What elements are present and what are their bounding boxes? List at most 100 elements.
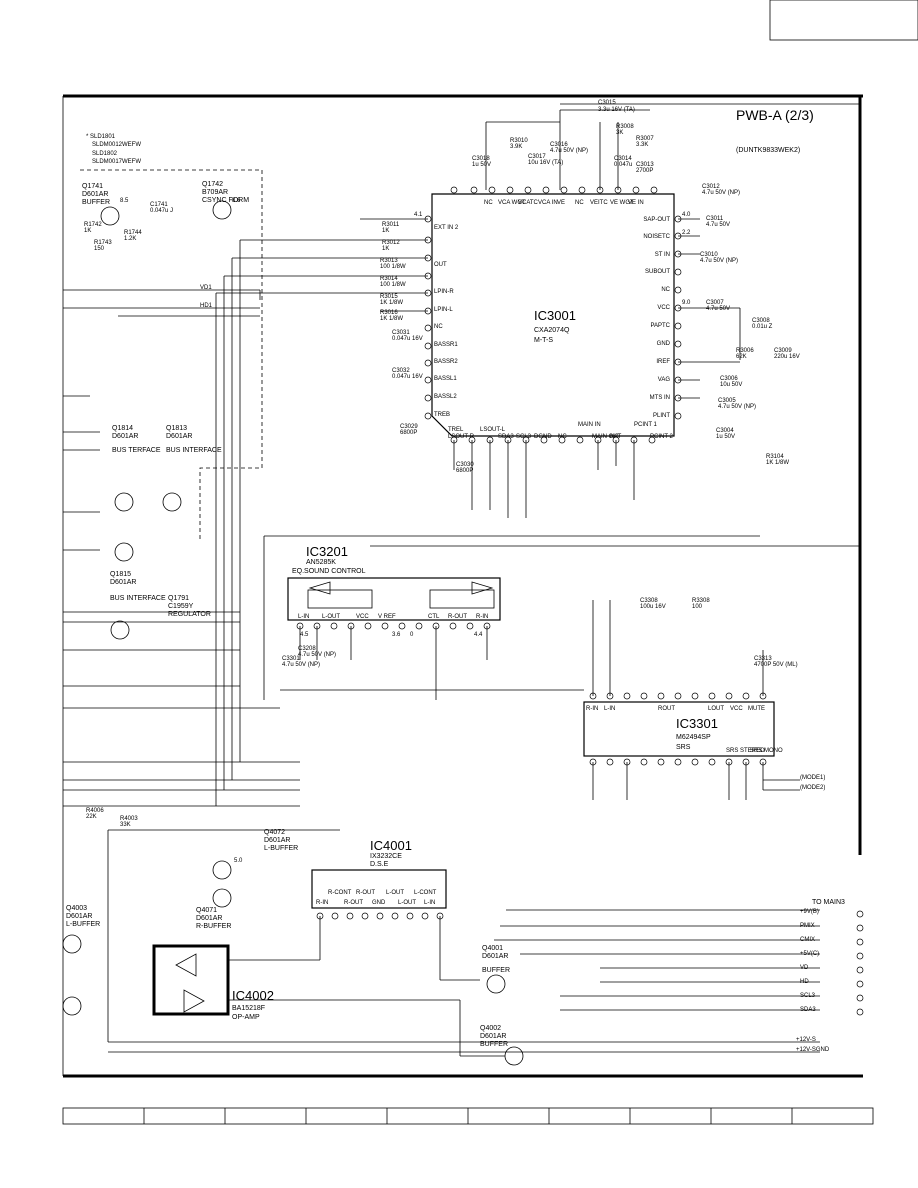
svg-text:R4006: R4006 (86, 808, 104, 814)
svg-text:1K: 1K (382, 246, 389, 252)
svg-text:C3301: C3301 (282, 656, 300, 662)
connector-pins: +9V(B) PMIX CMIX +5V(C) VD HD SCL3 SDA3 … (200, 285, 864, 1053)
svg-text:D601AR: D601AR (112, 433, 138, 440)
svg-text:0.047u: 0.047u (614, 162, 632, 168)
svg-text:0.047u 16V: 0.047u 16V (392, 374, 423, 380)
svg-text:VCATC: VCATC (518, 200, 539, 206)
svg-text:C3030: C3030 (456, 462, 474, 468)
svg-text:1K: 1K (382, 228, 389, 234)
svg-text:VCC: VCC (730, 706, 743, 712)
svg-text:2700P: 2700P (636, 168, 653, 174)
svg-text:CSYNC FORM: CSYNC FORM (202, 197, 249, 204)
svg-text:0.01u Z: 0.01u Z (752, 324, 773, 330)
svg-text:C3308: C3308 (640, 598, 658, 604)
note-line: SLD1802 (92, 151, 118, 157)
svg-text:PCINT 1: PCINT 1 (634, 422, 658, 428)
shield-outline (80, 169, 263, 540)
svg-text:4.7u 50V (NP): 4.7u 50V (NP) (550, 148, 588, 154)
svg-text:D601AR: D601AR (66, 913, 92, 920)
svg-text:D601AR: D601AR (482, 953, 508, 960)
svg-text:220u 16V: 220u 16V (774, 354, 800, 360)
svg-text:R-BUFFER: R-BUFFER (196, 923, 231, 930)
svg-text:NC: NC (434, 324, 443, 330)
svg-text:6800P: 6800P (400, 430, 417, 436)
svg-text:R3011: R3011 (382, 222, 400, 228)
svg-text:8.5: 8.5 (120, 198, 129, 204)
svg-text:C1741: C1741 (150, 202, 168, 208)
svg-text:0.047u 16V: 0.047u 16V (392, 336, 423, 342)
svg-text:1K 1/8W: 1K 1/8W (766, 460, 789, 466)
svg-text:D601AR: D601AR (82, 191, 108, 198)
svg-text:R3016: R3016 (380, 310, 398, 316)
svg-text:Q4003: Q4003 (66, 905, 87, 912)
svg-text:MTS IN: MTS IN (650, 395, 670, 401)
svg-text:B709AR: B709AR (202, 189, 228, 196)
svg-text:R3006: R3006 (736, 348, 754, 354)
svg-text:C3007: C3007 (706, 300, 724, 306)
svg-text:OUT: OUT (434, 262, 447, 268)
ic4001-bottom-pins: R-IN R-OUT GND L-OUT L-IN (316, 900, 435, 906)
svg-text:VD1: VD1 (200, 285, 212, 291)
svg-text:PAPTC: PAPTC (650, 323, 670, 329)
svg-text:+12V-SGND: +12V-SGND (796, 1047, 830, 1053)
component-labels: C3015 3.3u 16V (TA) R3010 3.9K C3018 1u … (84, 100, 800, 828)
svg-text:SUBOUT: SUBOUT (645, 269, 670, 275)
svg-text:1.2K: 1.2K (124, 236, 136, 242)
svg-text:CTL: CTL (428, 614, 440, 620)
svg-text:C3016: C3016 (550, 142, 568, 148)
svg-text:NC: NC (661, 287, 670, 293)
svg-text:R-OUT: R-OUT (344, 900, 363, 906)
svg-text:VCA WGT: VCA WGT (498, 200, 526, 206)
svg-text:D601AR: D601AR (110, 579, 136, 586)
transistor-labels: Q1741 D601AR BUFFER Q1742 B709AR CSYNC F… (66, 181, 510, 1048)
svg-text:L-IN: L-IN (604, 706, 615, 712)
svg-text:R-IN: R-IN (586, 706, 598, 712)
svg-text:R3010: R3010 (510, 138, 528, 144)
svg-text:100u 16V: 100u 16V (640, 604, 666, 610)
ic3001-function: M-T-S (534, 337, 553, 344)
svg-text:L-BUFFER: L-BUFFER (264, 845, 298, 852)
svg-text:R3012: R3012 (382, 240, 400, 246)
page-title: PWB-A (2/3) (736, 107, 814, 123)
svg-text:C3013: C3013 (636, 162, 654, 168)
svg-text:SRS STEREO: SRS STEREO (726, 748, 765, 754)
ic3201-internal (307, 581, 495, 609)
ic4001-pin-markers (316, 912, 444, 920)
svg-text:IREF: IREF (656, 359, 670, 365)
svg-text:R3008: R3008 (616, 124, 634, 130)
svg-text:1u 50V: 1u 50V (716, 434, 735, 440)
svg-text:SRS MONO: SRS MONO (750, 748, 783, 754)
svg-text:BASSL1: BASSL1 (434, 376, 457, 382)
grid-strip-dividers (143, 1108, 793, 1124)
svg-text:R4003: R4003 (120, 816, 138, 822)
ic3301-body (583, 701, 775, 757)
ic3201-pins: L-IN L-OUT VCC V REF CTL R-OUT R-IN (298, 614, 488, 620)
svg-text:GND: GND (372, 900, 386, 906)
svg-text:R-OUT: R-OUT (448, 614, 467, 620)
svg-text:MUTE: MUTE (748, 706, 765, 712)
svg-text:4.7u 50V (NP): 4.7u 50V (NP) (700, 258, 738, 264)
note-line: SLDM0012WEFW (92, 142, 141, 148)
svg-text:VE: VE (557, 200, 565, 206)
svg-text:BUFFER: BUFFER (82, 199, 110, 206)
svg-text:VE WGT: VE WGT (610, 200, 634, 206)
corner-tab (769, 0, 918, 41)
svg-text:VCC: VCC (356, 614, 369, 620)
svg-text:(MODE2): (MODE2) (800, 785, 825, 791)
svg-text:6800P: 6800P (456, 468, 473, 474)
svg-text:C3313: C3313 (754, 656, 772, 662)
svg-text:VEITC: VEITC (590, 200, 608, 206)
svg-text:C3032: C3032 (392, 368, 410, 374)
svg-text:EXT IN 2: EXT IN 2 (434, 225, 459, 231)
svg-text:C3011: C3011 (706, 216, 724, 222)
svg-text:LOUT: LOUT (708, 706, 724, 712)
svg-text:R3015: R3015 (380, 294, 398, 300)
ic4002-function: OP-AMP (232, 1014, 260, 1021)
ic4001-ref: IC4001 (370, 838, 412, 853)
svg-text:2.2: 2.2 (682, 230, 691, 236)
svg-text:PCINT 2: PCINT 2 (650, 434, 674, 440)
svg-text:C3005: C3005 (718, 398, 736, 404)
svg-text:PMIX: PMIX (800, 923, 815, 929)
svg-text:4.7u 50V (NP): 4.7u 50V (NP) (282, 662, 320, 668)
